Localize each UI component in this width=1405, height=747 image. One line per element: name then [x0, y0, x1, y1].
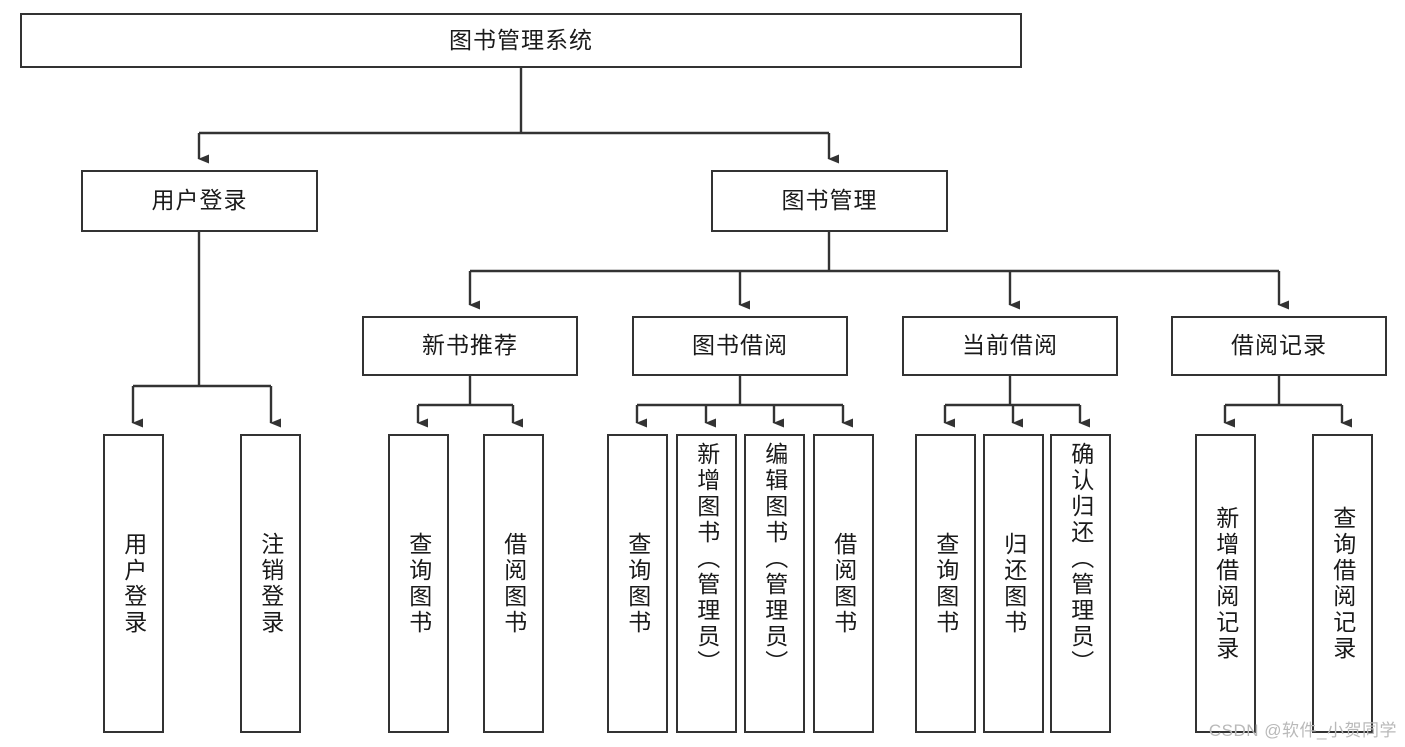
node-leaf-user-logout: 注销登录: [240, 434, 301, 733]
node-borrow-record: 借阅记录: [1171, 316, 1387, 376]
node-leaf-query-book-borrow: 查询图书: [607, 434, 668, 733]
node-leaf-borrow-book: 借阅图书: [813, 434, 874, 733]
node-leaf-edit-book: 编辑图书（管理员）: [744, 434, 805, 733]
node-leaf-borrow-book-rec: 借阅图书: [483, 434, 544, 733]
node-leaf-query-borrow-record: 查询借阅记录: [1312, 434, 1373, 733]
node-current-borrow: 当前借阅: [902, 316, 1118, 376]
node-book-manage: 图书管理: [711, 170, 948, 232]
node-leaf-return-book: 归还图书: [983, 434, 1044, 733]
node-leaf-confirm-return: 确认归还（管理员）: [1050, 434, 1111, 733]
node-leaf-query-book-current: 查询图书: [915, 434, 976, 733]
node-new-book-recommend: 新书推荐: [362, 316, 578, 376]
node-leaf-add-borrow-record: 新增借阅记录: [1195, 434, 1256, 733]
node-leaf-add-book: 新增图书（管理员）: [676, 434, 737, 733]
csdn-watermark: CSDN @软件_小贺同学: [1208, 721, 1397, 740]
node-leaf-query-book-rec: 查询图书: [388, 434, 449, 733]
node-book-borrow: 图书借阅: [632, 316, 848, 376]
node-leaf-user-login: 用户登录: [103, 434, 164, 733]
node-user-login: 用户登录: [81, 170, 318, 232]
node-root-root: 图书管理系统: [20, 13, 1022, 68]
